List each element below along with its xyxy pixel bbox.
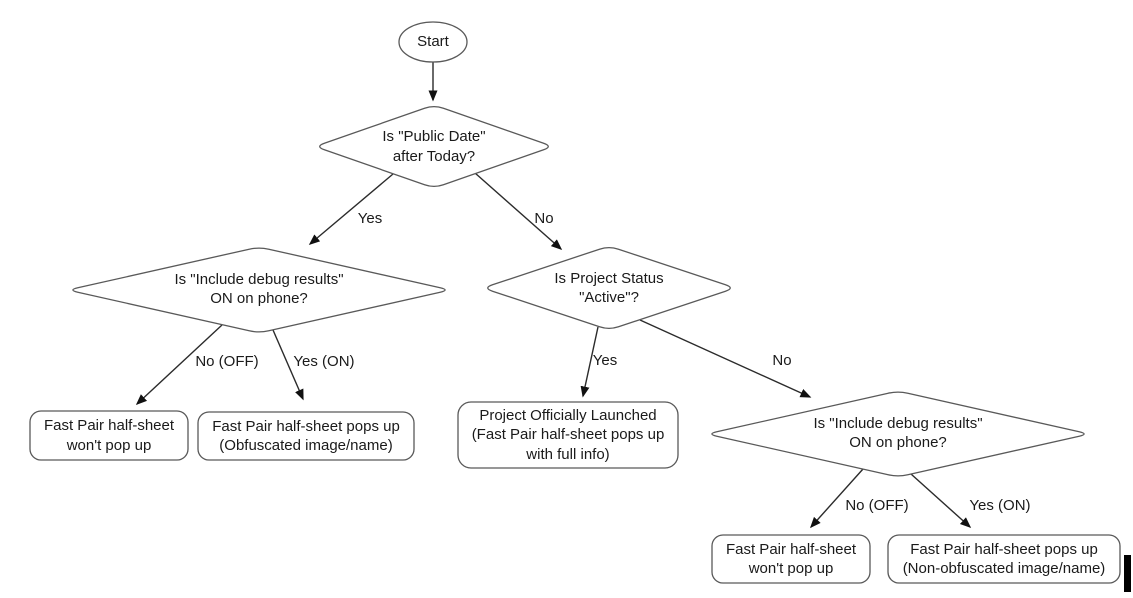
result-non-obfuscated-shape [887,534,1121,584]
edge-label-public-date-yes: Yes [357,210,383,228]
decision-project-status-shape [487,246,731,330]
edge-label-debug-right-no: No (OFF) [845,497,909,515]
node-label-start: Start [417,33,449,51]
edge-group [135,62,972,529]
node-label-debug-left: Is "Include debug results" ON on phone? [174,270,344,308]
edge-label-project-status-no: No [772,352,792,370]
edge-label-debug-left-no: No (OFF) [195,353,259,371]
node-label-wont-popup-right: Fast Pair half-sheet won't pop up [725,540,857,578]
node-label-public-date: Is "Public Date" after Today? [382,128,486,165]
edge-project-status-yes [580,326,599,398]
text-cursor-artifact [1124,555,1131,592]
node-label-obfuscated: Fast Pair half-sheet pops up (Obfuscated… [212,417,400,455]
node-label-wont-popup-left: Fast Pair half-sheet won't pop up [43,417,175,454]
edge-debug-right-yes [910,473,972,529]
edge-label-debug-right-yes: Yes (ON) [969,497,1031,515]
edge-project-status-no [639,319,812,398]
edge-debug-left-yes [272,329,304,401]
decision-public-date-shape [319,106,549,187]
edge-debug-right-no [809,468,864,529]
edge-label-project-status-yes: Yes [592,352,618,370]
result-launched-shape [457,401,679,469]
result-wont-popup-right-shape [711,534,871,584]
node-label-launched: Project Officially Launched (Fast Pair h… [471,406,665,463]
decision-debug-phone-right-shape [711,391,1085,477]
node-label-non-obfuscated: Fast Pair half-sheet pops up (Non-obfusc… [902,540,1106,578]
edge-public-date-no [474,172,563,250]
edge-label-public-date-no: No [534,210,554,228]
node-label-project-status: Is Project Status "Active"? [554,269,664,307]
edge-public-date-yes [308,173,394,245]
start-terminator-shape [398,21,468,63]
node-label-debug-right: Is "Include debug results" ON on phone? [813,414,983,452]
decision-debug-phone-left-shape [72,247,446,333]
edge-label-debug-left-yes: Yes (ON) [293,353,355,371]
edge-debug-left-no [135,324,223,406]
result-obfuscated-shape [197,411,415,461]
result-wont-popup-left-shape [29,410,189,461]
node-shape-group [29,21,1121,584]
